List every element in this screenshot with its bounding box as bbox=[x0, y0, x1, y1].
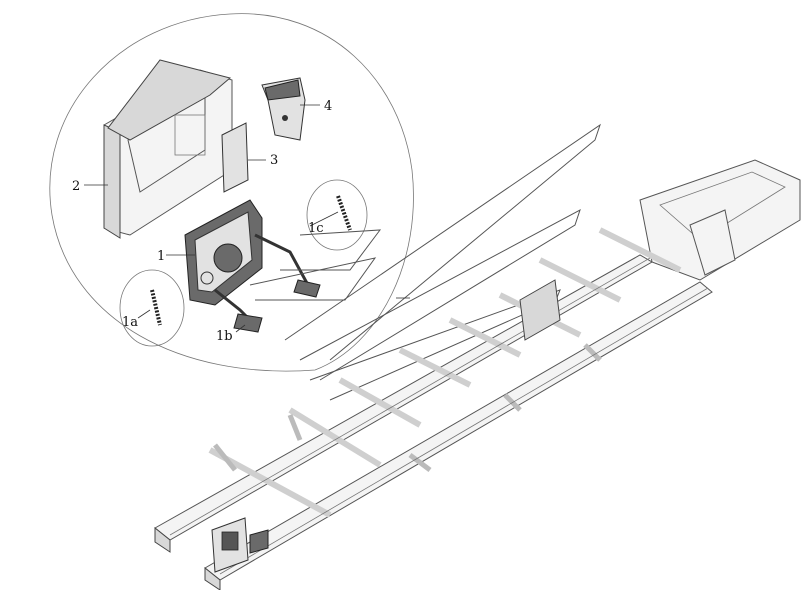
plate-part-3 bbox=[221, 122, 249, 193]
detail-circle-1a bbox=[119, 269, 185, 347]
detail-pointer bbox=[249, 123, 601, 401]
callout-part-1: 1 bbox=[157, 249, 165, 264]
callout-part-3: 3 bbox=[270, 153, 278, 168]
leader-lines bbox=[84, 104, 410, 333]
chassis-frame bbox=[154, 159, 801, 590]
bracket-frame-part-2 bbox=[103, 59, 233, 239]
bracket-part-4 bbox=[261, 77, 306, 141]
spring-1c bbox=[336, 195, 352, 231]
spring-1a bbox=[150, 289, 162, 326]
callout-part-4: 4 bbox=[324, 99, 332, 114]
pedal-pad-1b bbox=[233, 313, 263, 333]
chassis-pedal-box bbox=[211, 517, 269, 573]
callout-part-2: 2 bbox=[72, 179, 80, 194]
detail-circle-1c bbox=[306, 179, 368, 251]
callout-part-1c: 1c bbox=[308, 221, 324, 236]
pedal-pad-1 bbox=[293, 279, 321, 298]
callout-part-1a: 1a bbox=[122, 315, 138, 330]
callout-part-1b: 1b bbox=[216, 329, 233, 344]
detail-view bbox=[49, 13, 414, 372]
callout-labels: 2 3 4 1 1a 1b 1c bbox=[72, 99, 332, 344]
pedal-box-part-1 bbox=[184, 199, 321, 333]
